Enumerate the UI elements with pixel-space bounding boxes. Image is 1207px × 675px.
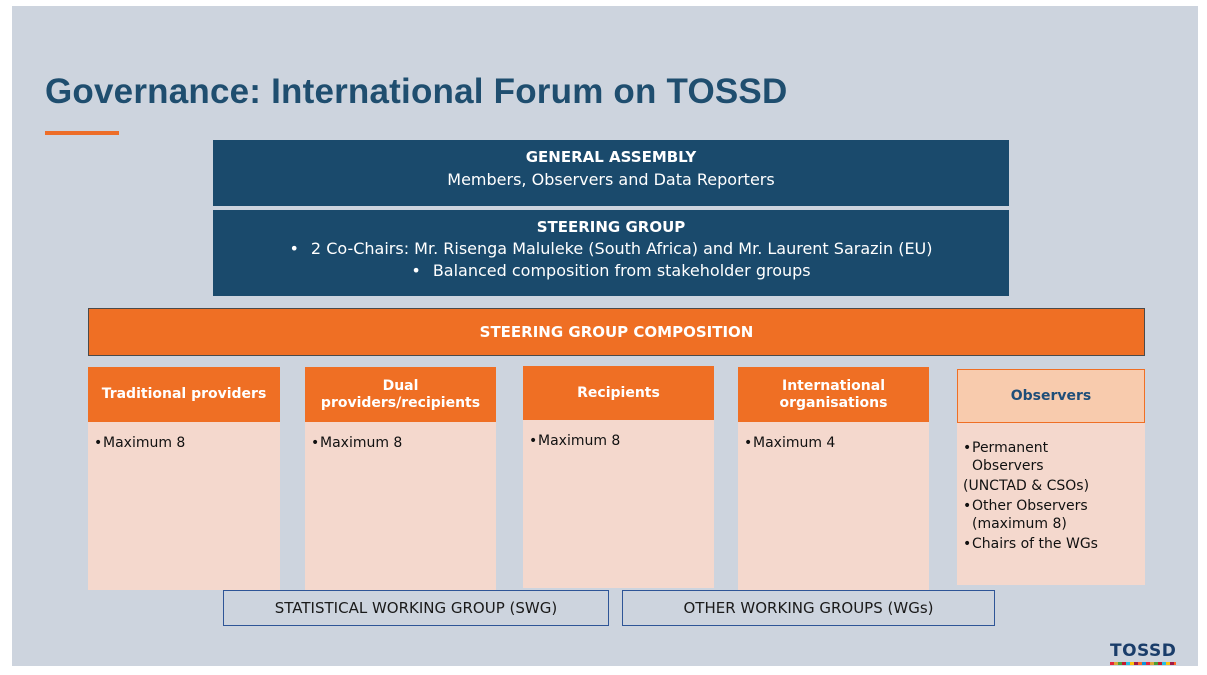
logo-color-strip [1110, 662, 1176, 665]
steering-group-bullet: •2 Co-Chairs: Mr. Risenga Maluleke (Sout… [289, 239, 933, 258]
list-item: •Maximum 4 [744, 435, 836, 451]
list-item: •Maximum 8 [311, 435, 403, 451]
bullet-icon: • [411, 261, 421, 280]
title-underline [45, 131, 119, 135]
general-assembly-text: Members, Observers and Data Reporters [447, 170, 775, 189]
list-item: •Chairs of the WGs [963, 536, 1098, 552]
general-assembly-box: GENERAL ASSEMBLY Members, Observers and … [213, 140, 1009, 206]
steering-group-box: STEERING GROUP •2 Co-Chairs: Mr. Risenga… [213, 210, 1009, 296]
column-body-international-organisations: •Maximum 4 [738, 422, 929, 590]
column-heading-dual-providers-recipients: Dual providers/recipients [305, 367, 496, 422]
column-heading-international-organisations: International organisations [738, 367, 929, 422]
column-heading-observers: Observers [957, 369, 1145, 423]
tossd-logo: TOSSD [1110, 641, 1177, 661]
steering-group-composition-bar: STEERING GROUP COMPOSITION [88, 308, 1145, 356]
column-body-dual-providers-recipients: •Maximum 8 [305, 422, 496, 590]
general-assembly-heading: GENERAL ASSEMBLY [525, 148, 697, 166]
list-item: •Other Observers (maximum 8) [963, 498, 1088, 532]
list-item: •Permanent Observers [963, 440, 1049, 474]
column-body-observers: •Permanent Observers (UNCTAD & CSOs) •Ot… [957, 423, 1145, 585]
bullet-icon: • [289, 239, 299, 258]
column-heading-traditional-providers: Traditional providers [88, 367, 280, 422]
slide-title: Governance: International Forum on TOSSD [45, 72, 788, 111]
steering-group-heading: STEERING GROUP [536, 218, 686, 236]
list-item: •Maximum 8 [94, 435, 186, 451]
column-body-recipients: •Maximum 8 [523, 420, 714, 588]
other-working-groups-box: OTHER WORKING GROUPS (WGs) [622, 590, 995, 626]
column-body-traditional-providers: •Maximum 8 [88, 422, 280, 590]
list-item-note: (UNCTAD & CSOs) [963, 478, 1090, 494]
list-item: •Maximum 8 [529, 433, 621, 449]
statistical-working-group-box: STATISTICAL WORKING GROUP (SWG) [223, 590, 609, 626]
column-heading-recipients: Recipients [523, 366, 714, 420]
steering-group-bullet: •Balanced composition from stakeholder g… [411, 261, 811, 280]
